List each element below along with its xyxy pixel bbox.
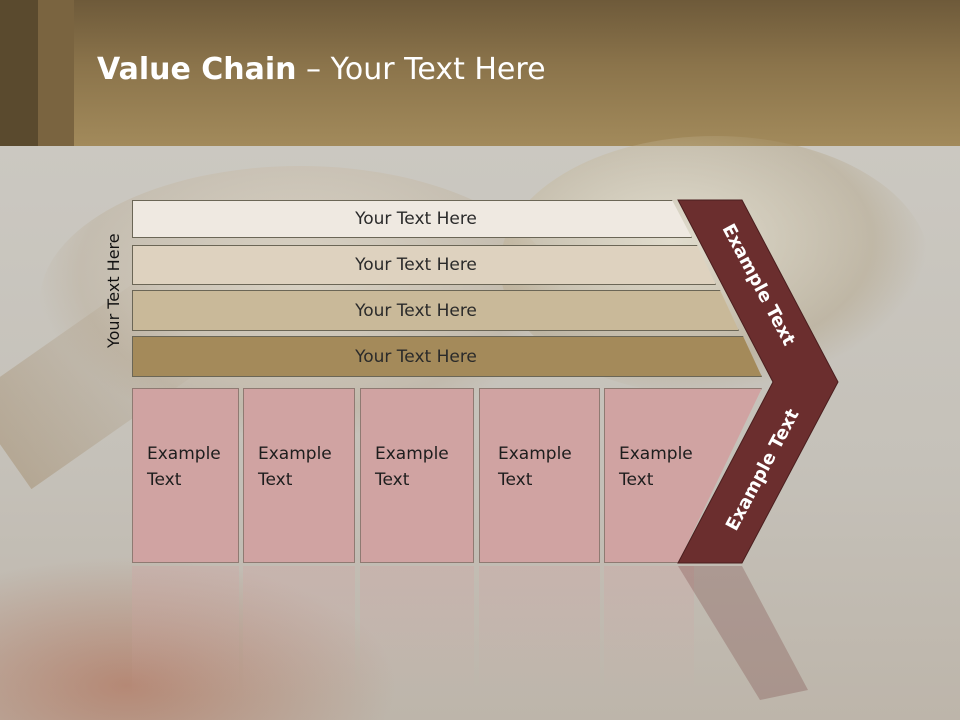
box-1-line1: Example — [147, 444, 221, 464]
bar-4-label: Your Text Here — [355, 346, 477, 367]
chevron-reflection — [678, 566, 808, 700]
box-4-line1: Example — [498, 444, 572, 464]
box-5-line2: Text — [619, 470, 654, 490]
box-reflection — [604, 566, 694, 696]
box-3[interactable]: Example Text — [360, 388, 474, 563]
box-1[interactable]: Example Text — [132, 388, 239, 563]
bar-2-label: Your Text Here — [355, 255, 477, 275]
cloth-shape — [0, 546, 420, 720]
box-1-line2: Text — [147, 470, 182, 490]
header-band: Value Chain – Your Text Here — [0, 0, 960, 146]
box-reflection — [132, 566, 239, 696]
header-stripe — [0, 0, 38, 146]
bar-3-label: Your Text Here — [355, 300, 477, 321]
bar-1[interactable]: Your Text Here — [132, 200, 692, 238]
box-4[interactable]: Example Text — [479, 388, 600, 563]
bar-3[interactable]: Your Text Here — [132, 290, 739, 331]
title-bold: Value Chain — [97, 52, 297, 87]
box-5-line1: Example — [619, 444, 693, 464]
box-reflection — [243, 566, 355, 696]
box-3-line2: Text — [375, 470, 410, 490]
box-2-line1: Example — [258, 444, 332, 464]
box-2-line2: Text — [258, 470, 293, 490]
box-3-line1: Example — [375, 444, 449, 464]
bar-4[interactable]: Your Text Here — [132, 336, 762, 377]
bar-1-label: Your Text Here — [355, 209, 477, 229]
slide-title: Value Chain – Your Text Here — [97, 52, 546, 87]
header-stripe — [38, 0, 74, 146]
box-reflection — [479, 566, 600, 696]
box-2[interactable]: Example Text — [243, 388, 355, 563]
bar-2[interactable]: Your Text Here — [132, 245, 716, 285]
box-4-line2: Text — [498, 470, 533, 490]
box-reflection — [360, 566, 474, 696]
title-rest: – Your Text Here — [296, 52, 546, 87]
chevron-shape — [677, 199, 839, 564]
